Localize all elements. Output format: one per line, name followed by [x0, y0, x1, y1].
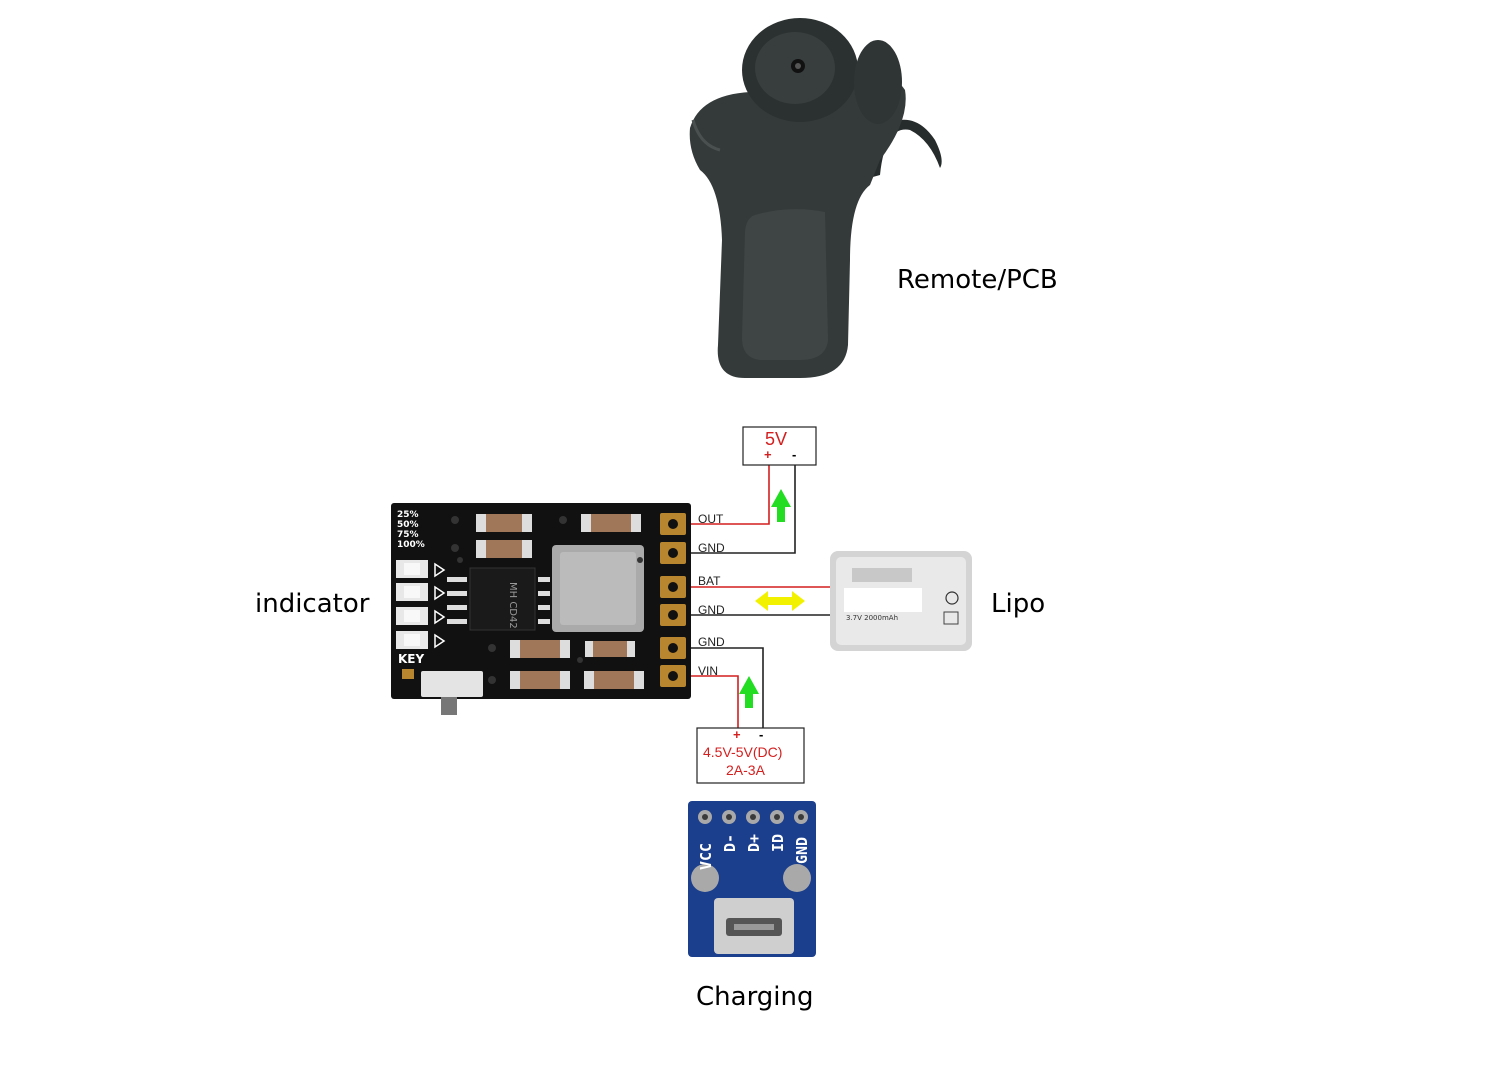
output-minus-sign: - [792, 447, 797, 462]
input-minus-sign: - [759, 727, 764, 742]
remote-pcb-label: Remote/PCB [897, 265, 1058, 295]
usb-pin-dplus: D+ [745, 833, 763, 852]
wire-vin [680, 675, 739, 728]
pin-label-gnd-3: GND [698, 635, 725, 649]
battery-spec: 3.7V 2000mAh [846, 614, 899, 622]
input-current: 2A-3A [726, 762, 765, 778]
wire-in-ground [680, 647, 764, 728]
output-plus-sign: + [764, 447, 772, 462]
board-components [476, 514, 644, 689]
level-25: 25% [397, 510, 419, 520]
pin-label-vin: VIN [698, 664, 719, 678]
input-plus-sign: + [733, 727, 741, 742]
input-arrow-up [739, 676, 759, 708]
usb-module-image [688, 801, 816, 957]
key-label: KEY [398, 652, 425, 666]
battery-arrow-both [755, 591, 805, 611]
input-voltage: 4.5V-5V(DC) [703, 744, 783, 760]
lipo-battery-image [830, 551, 972, 651]
usb-pin-vcc: VCC [697, 842, 715, 870]
lipo-label: Lipo [991, 589, 1046, 619]
wire-out-ground [680, 460, 796, 554]
chip-marking: MH CD42 [507, 582, 518, 629]
indicator-label: indicator [255, 589, 370, 619]
level-75: 75% [397, 530, 419, 540]
pin-label-gnd-1: GND [698, 541, 725, 555]
wires [680, 460, 838, 728]
board-leds [396, 560, 446, 649]
usb-pin-gnd: GND [793, 836, 811, 864]
input-power-box [696, 727, 805, 784]
level-100: 100% [397, 540, 425, 550]
pin-label-gnd-2: GND [698, 603, 725, 617]
output-5v-box [742, 426, 817, 466]
pin-label-bat: BAT [698, 574, 721, 588]
remote-grip-panel [742, 209, 828, 360]
output-arrow-up [771, 489, 791, 522]
board-ic-chip [469, 567, 536, 631]
level-50: 50% [397, 520, 419, 530]
wire-out-positive [680, 460, 770, 525]
usb-pin-id: ID [769, 833, 787, 852]
board-key-switch [421, 671, 483, 697]
output-voltage: 5V [765, 429, 788, 449]
remote-controller-image [689, 18, 942, 379]
charging-label: Charging [696, 982, 814, 1012]
usb-pin-dminus: D- [721, 833, 739, 852]
charger-board [391, 503, 691, 715]
pin-label-out: OUT [698, 512, 724, 526]
